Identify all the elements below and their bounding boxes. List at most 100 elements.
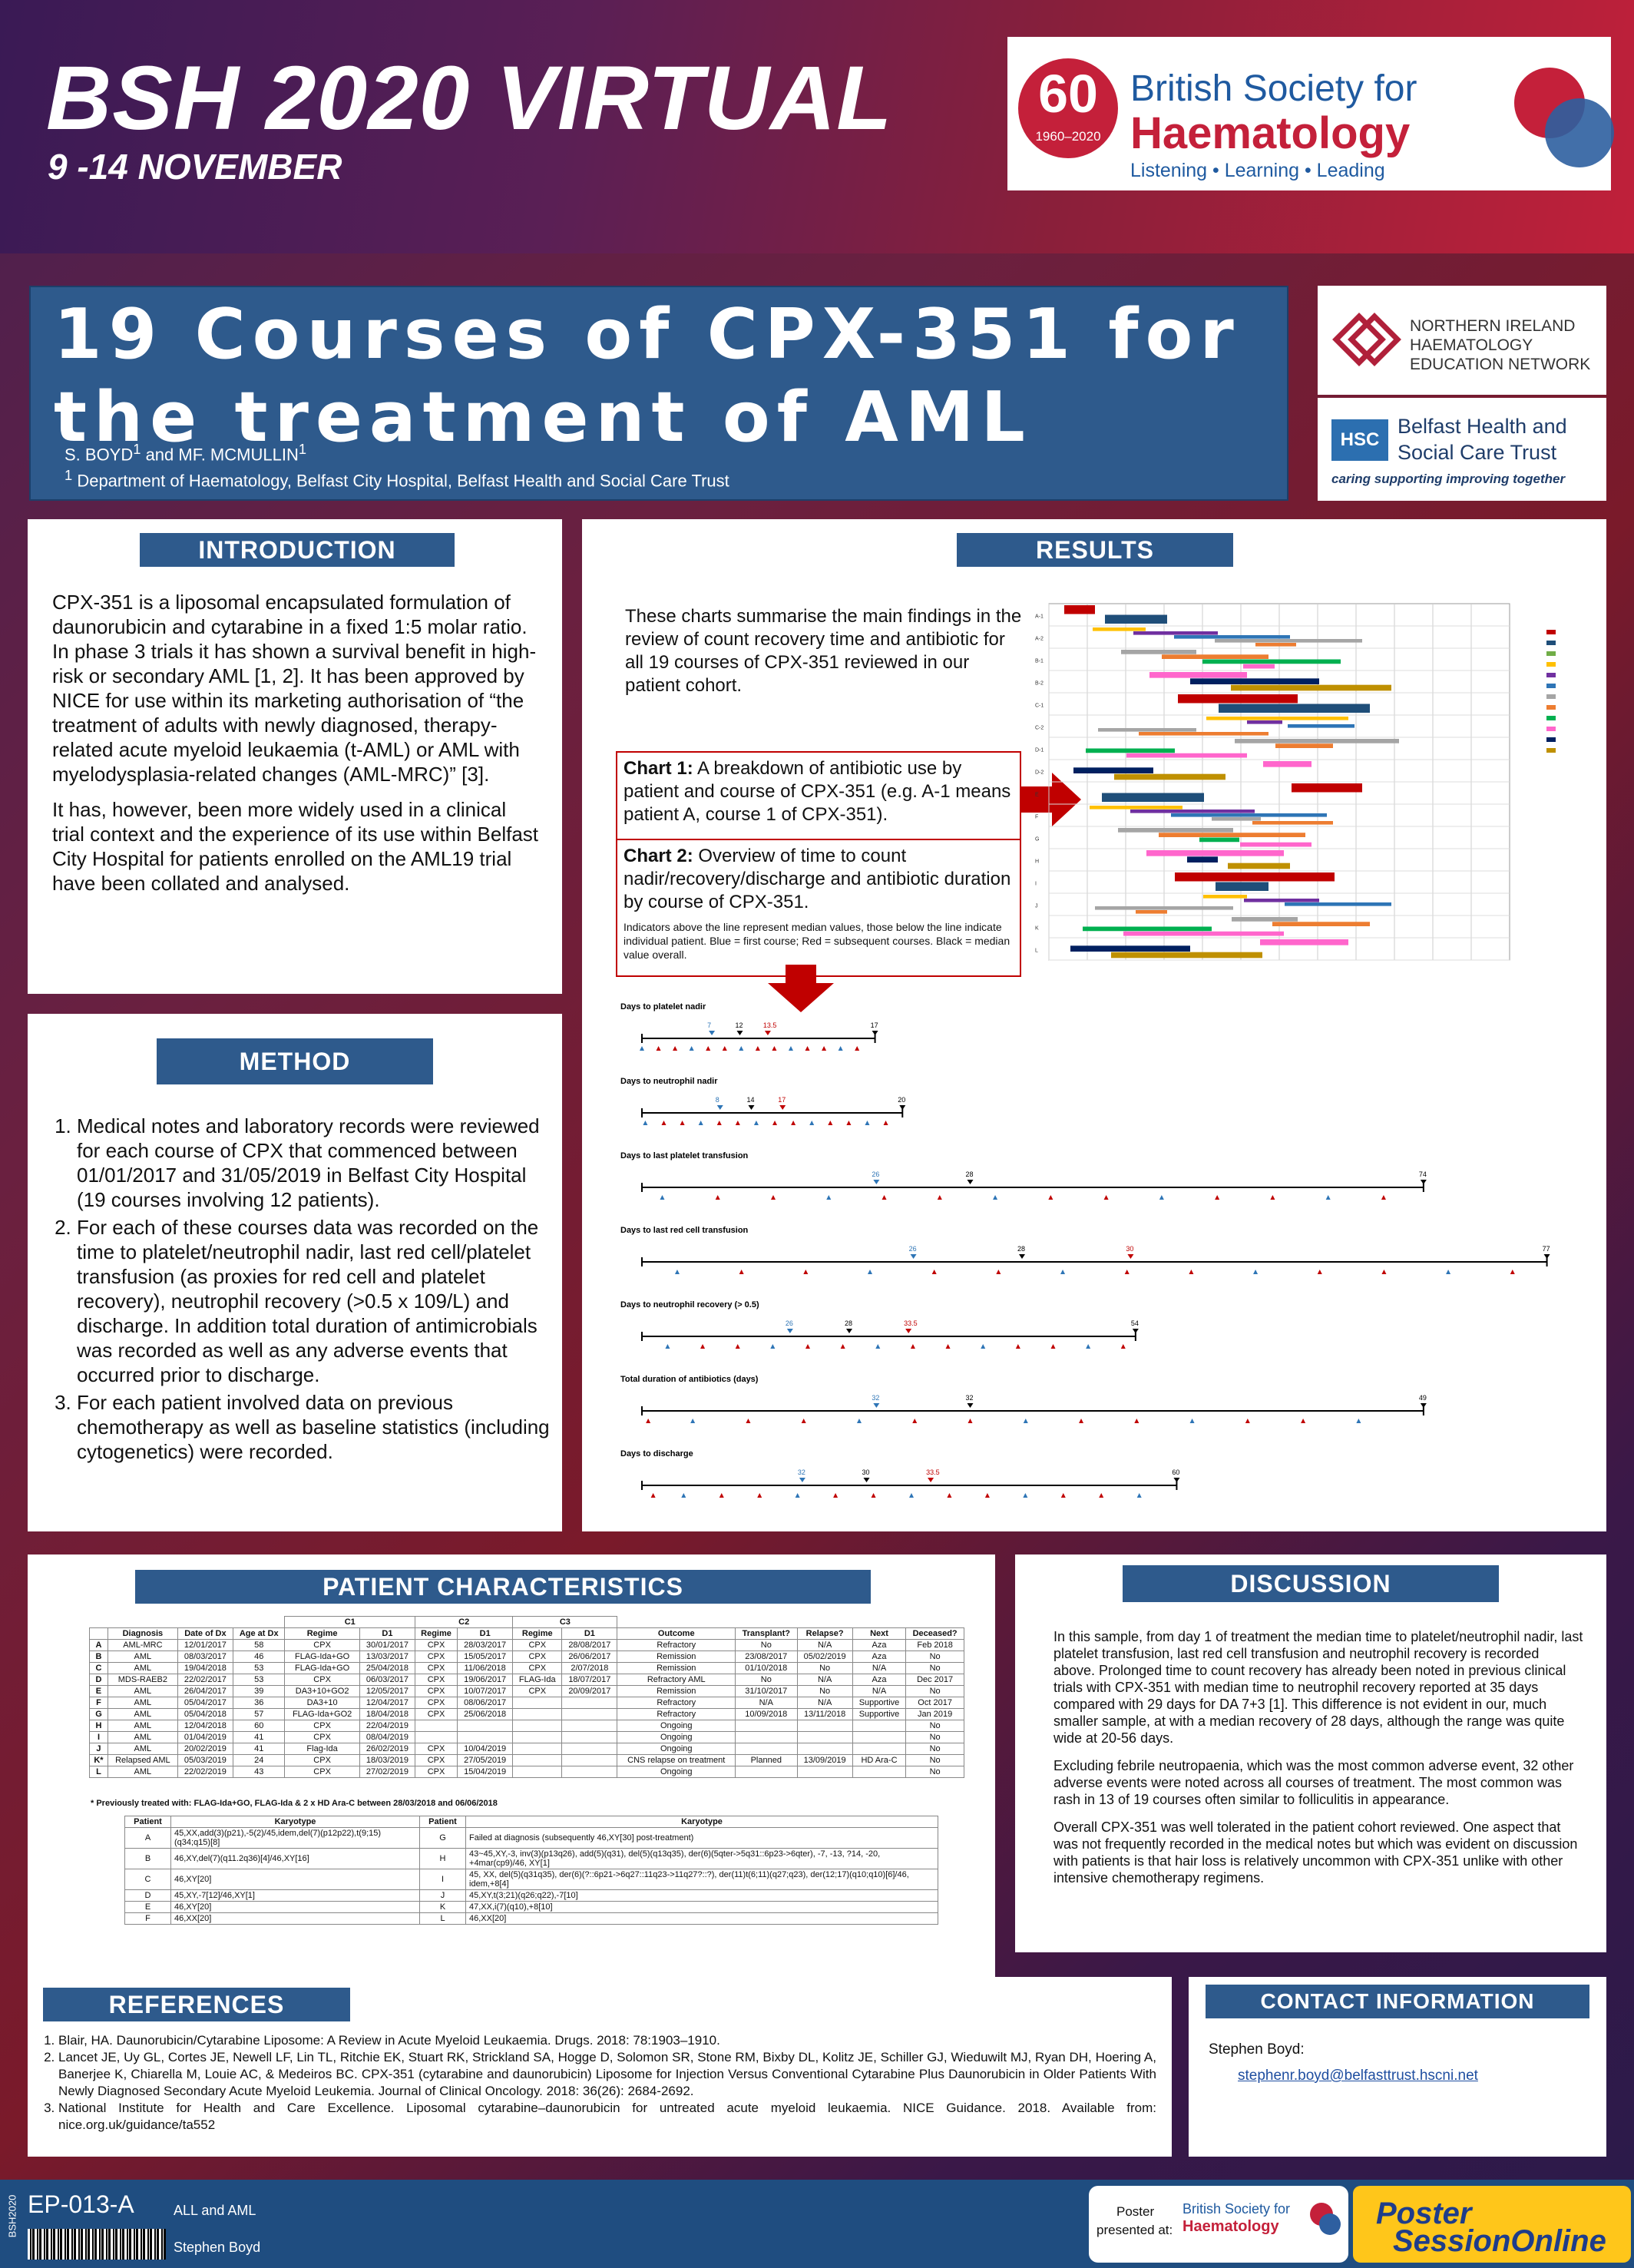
patient-marker: [791, 1121, 796, 1125]
dept-text: Department of Haematology, Belfast City …: [72, 471, 729, 491]
patients-panel: PATIENT CHARACTERISTICS C1 C2 C3 Diagnos…: [28, 1554, 995, 1992]
table-cell: CPX: [415, 1708, 458, 1720]
gantt-bar: [1275, 743, 1333, 748]
gantt-row-label: G: [1035, 837, 1039, 843]
table-cell: 26/06/2017: [561, 1651, 618, 1663]
table-cell: AML: [107, 1708, 178, 1720]
table-cell: FLAG-Ida+GO2: [284, 1708, 360, 1720]
table-cell: Refractory AML: [617, 1674, 736, 1686]
table-cell: C: [89, 1662, 108, 1674]
patient-marker: [1215, 1195, 1220, 1200]
gantt-bar: [1178, 694, 1298, 704]
gantt-legend-swatch: [1546, 651, 1556, 656]
gantt-bar: [1199, 837, 1239, 843]
table-cell: CPX: [284, 1674, 360, 1686]
table-cell: N/A: [796, 1697, 853, 1709]
discussion-paragraph-2: Excluding febrile neutropaenia, which wa…: [1054, 1758, 1574, 1807]
chart1-label: Chart 1:: [624, 758, 693, 779]
karyotype-col-header: Patient: [419, 1816, 467, 1828]
patient-marker: [865, 1121, 870, 1125]
gantt-bar: [1162, 654, 1268, 659]
median-label: 17: [778, 1096, 786, 1104]
presented-at-box: Poster presented at: British Society for…: [1089, 2186, 1348, 2263]
table-cell: AML-MRC: [107, 1639, 178, 1651]
patient-marker: [805, 1046, 810, 1051]
table-cell: No: [796, 1662, 853, 1674]
table-cell: Dec 2017: [905, 1674, 964, 1686]
median-label: 32: [966, 1394, 974, 1402]
table-cell: 24: [233, 1754, 286, 1766]
median-marker: [709, 1031, 716, 1035]
method-list: Medical notes and laboratory records wer…: [43, 1114, 550, 1467]
patient-col-header: D1: [359, 1627, 416, 1640]
patient-marker: [1015, 1344, 1020, 1349]
table-cell: [512, 1697, 563, 1709]
gantt-legend-swatch: [1546, 673, 1556, 677]
patient-marker: [1381, 1195, 1386, 1200]
gantt-bar: [1202, 659, 1341, 664]
table-cell: 27/05/2019: [457, 1754, 514, 1766]
gantt-bar: [1083, 926, 1212, 932]
table-cell: [852, 1731, 907, 1743]
gantt-bar: [1216, 882, 1268, 891]
table-cell: 46,XY,del(7)(q11.2q36)[4]/46,XY[16]: [170, 1848, 421, 1869]
table-cell: J: [89, 1743, 108, 1755]
table-cell: 58: [233, 1639, 286, 1651]
timeline-title: Days to discharge: [620, 1449, 693, 1458]
patient-marker: [795, 1493, 800, 1498]
median-marker: [779, 1105, 786, 1110]
patient-marker: [910, 1344, 915, 1349]
table-cell: 53: [233, 1662, 286, 1674]
logo-circle-blue: [1545, 98, 1614, 167]
table-cell: F: [124, 1912, 171, 1925]
patient-col-header: Regime: [512, 1627, 563, 1640]
table-cell: [512, 1708, 563, 1720]
table-cell: 45,XY,-7[12]/46,XY[1]: [170, 1889, 421, 1902]
patient-marker: [1023, 1493, 1028, 1498]
gantt-row-label: F: [1035, 815, 1038, 820]
hsc-logo: HSC Belfast Health and Social Care Trust…: [1318, 398, 1606, 501]
timeline-title: Days to platelet nadir: [620, 1002, 706, 1011]
patient-marker: [875, 1344, 881, 1349]
gantt-legend-swatch: [1546, 716, 1556, 720]
table-cell: D: [89, 1674, 108, 1686]
contact-email-link[interactable]: stephenr.boyd@belfasttrust.hscni.net: [1238, 2068, 1478, 2084]
gantt-legend-swatch: [1546, 748, 1556, 753]
median-marker: [1173, 1478, 1180, 1482]
gantt-bar: [1235, 739, 1399, 743]
gantt-bar: [1260, 939, 1348, 945]
presented-at: presented at:: [1096, 2223, 1173, 2237]
table-cell: 05/03/2019: [177, 1754, 234, 1766]
table-cell: 22/02/2017: [177, 1674, 234, 1686]
timeline-title: Days to neutrophil recovery (> 0.5): [620, 1300, 759, 1309]
table-cell: CPX: [415, 1662, 458, 1674]
table-cell: [457, 1731, 514, 1743]
table-cell: K*: [89, 1754, 108, 1766]
table-cell: 28/08/2017: [561, 1639, 618, 1651]
presented-poster: Poster: [1116, 2204, 1155, 2219]
gantt-bar: [1093, 627, 1146, 631]
table-cell: [735, 1766, 798, 1778]
table-cell: 47,XX,i(7)(q10),+8[10]: [465, 1901, 938, 1913]
authors: S. BOYD1 and MF. MCMULLIN1: [64, 441, 306, 465]
table-cell: CPX: [415, 1674, 458, 1686]
patient-marker: [1103, 1195, 1109, 1200]
median-label: 28: [1017, 1245, 1025, 1253]
table-cell: AML: [107, 1685, 178, 1697]
table-cell: Refractory: [617, 1708, 736, 1720]
pso-word2: SessionOnline: [1393, 2224, 1606, 2258]
table-cell: 08/06/2017: [457, 1697, 514, 1709]
patient-col-header: D1: [561, 1627, 618, 1640]
table-cell: 26/02/2019: [359, 1743, 416, 1755]
pso-word1: Poster: [1376, 2197, 1472, 2230]
gantt-legend-swatch: [1546, 684, 1556, 688]
median-label: 14: [747, 1096, 755, 1104]
